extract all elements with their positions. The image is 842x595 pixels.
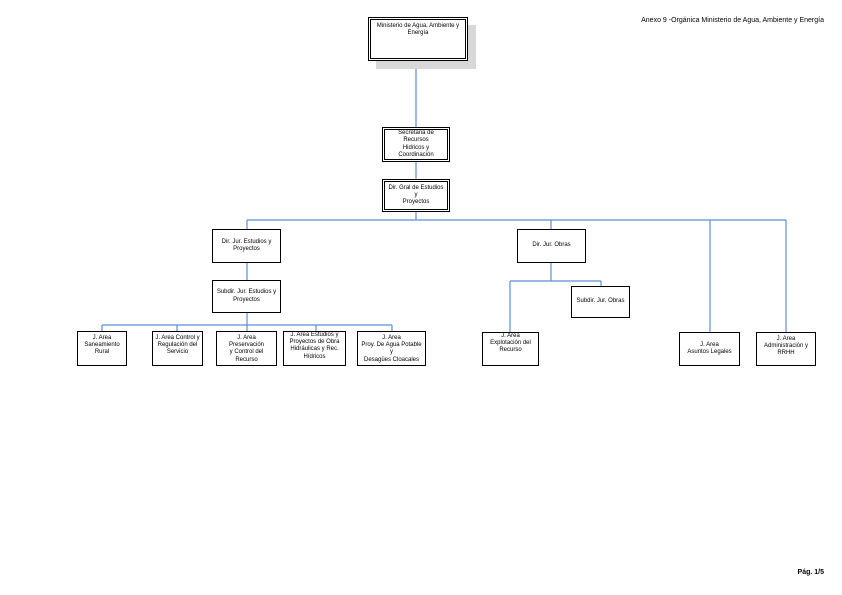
secretaria-label: Secretaria de Recursos Hidricos y Coordi… [398, 130, 434, 158]
area-control-box: J. Area Control y Regulación del Servici… [152, 331, 203, 366]
dir-gral-box: Dir. Gral de Estudios y Proyectos [382, 179, 450, 212]
area-administracion-label: J. Area Administración y RRHH [763, 336, 808, 357]
subdir-estudios-box: Subdir. Jur. Estudios y Proyectos [212, 280, 281, 313]
dir-obras-label: Dir. Jur. Obras [532, 242, 571, 249]
document-title: Anexo 9 -Orgánica Ministerio de Agua, Am… [641, 17, 824, 24]
secretaria-box: Secretaria de Recursos Hidricos y Coordi… [382, 127, 450, 162]
area-control-label: J. Area Control y Regulación del Servici… [155, 335, 200, 356]
dir-estudios-box: Dir. Jur. Estudios y Proyectos [212, 229, 281, 263]
area-legales-label: J. Area Asuntos Legales [687, 341, 732, 355]
area-saneamiento-label: J. Area Saneamiento Rural [84, 335, 120, 356]
area-administracion-box: J. Area Administración y RRHH [756, 332, 816, 366]
area-estudios-obra-box: J. Area Estudios y Proyectos de Obra Hid… [283, 331, 346, 366]
page-number: Pág. 1/5 [797, 569, 824, 576]
area-preservacion-box: J. Area Preservación y Control del Recur… [216, 331, 277, 366]
area-explotacion-box: J. Area Explotación del Recurso [482, 332, 539, 366]
area-explotacion-label: J. Area Explotación del Recurso [490, 333, 531, 354]
area-agua-potable-box: J. Area Proy. De Agua Potable y Desagües… [357, 331, 426, 366]
ministry-label: Ministerio de Agua, Ambiente y Energía [376, 23, 460, 37]
dir-estudios-label: Dir. Jur. Estudios y Proyectos [221, 238, 272, 252]
area-preservacion-label: J. Area Preservación y Control del Recur… [228, 335, 264, 363]
subdir-obras-label: Subdir. Jur. Obras [576, 298, 625, 305]
subdir-estudios-label: Subdir. Jur. Estudios y Proyectos [216, 289, 277, 303]
area-saneamiento-box: J. Area Saneamiento Rural [77, 331, 127, 366]
subdir-obras-box: Subdir. Jur. Obras [571, 286, 630, 318]
area-agua-potable-label: J. Area Proy. De Agua Potable y Desagües… [361, 335, 422, 363]
area-legales-box: J. Area Asuntos Legales [679, 332, 740, 366]
dir-obras-box: Dir. Jur. Obras [517, 229, 586, 263]
ministry-box: Ministerio de Agua, Ambiente y Energía [368, 17, 468, 61]
area-estudios-obra-label: J. Area Estudios y Proyectos de Obra Hid… [289, 332, 340, 360]
dir-gral-label: Dir. Gral de Estudios y Proyectos [388, 184, 444, 206]
